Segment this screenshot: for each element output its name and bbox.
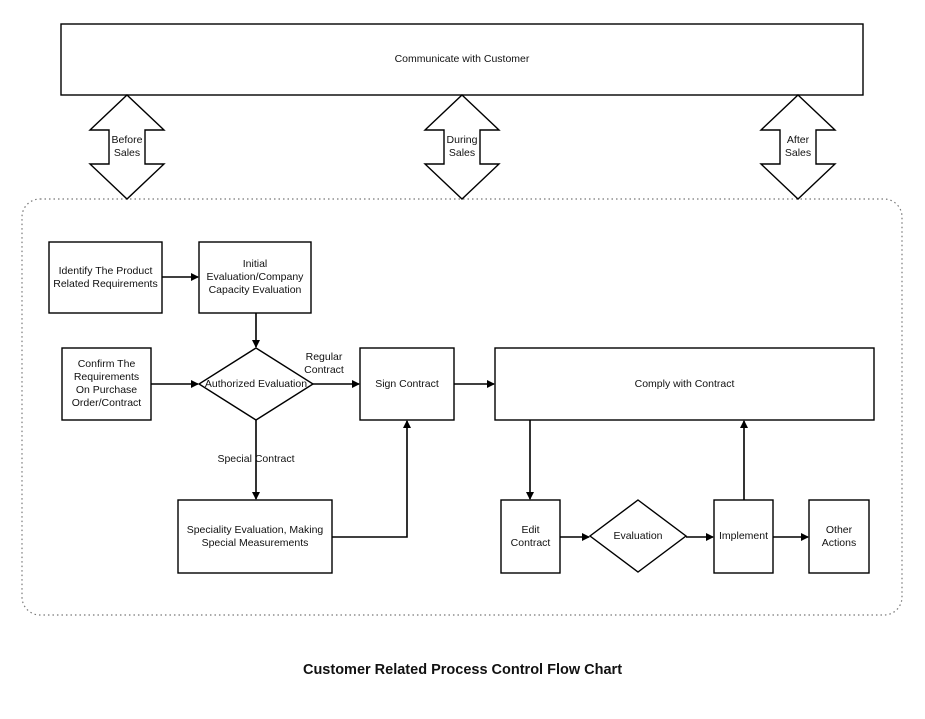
before-sales-label: Before Sales <box>105 130 149 164</box>
other-box <box>808 499 870 574</box>
sign-box <box>359 347 455 421</box>
special-contract-label: Special Contract <box>217 453 295 465</box>
confirm-box <box>61 347 152 421</box>
implement-label: Implement <box>718 530 769 542</box>
before-sales-line2: Sales <box>113 147 141 159</box>
other-label: Other Actions <box>821 523 857 549</box>
before-sales-arrow <box>88 94 166 200</box>
authorized-label: Authorized Evaluation <box>204 377 308 390</box>
initial-label: Initial Evaluation/Company Capacity Eval… <box>206 258 304 296</box>
during-sales-arrow <box>423 94 501 200</box>
before-sales-line1: Before <box>111 134 143 146</box>
evaluation-diamond <box>588 499 688 573</box>
edit-label: Edit Contract <box>510 523 551 549</box>
after-sales-label: After Sales <box>776 130 820 164</box>
during-sales-label: During Sales <box>440 130 484 164</box>
identify-box <box>48 241 163 314</box>
process-boundary <box>21 198 903 616</box>
comply-label: Comply with Contract <box>634 377 735 390</box>
arrow-speciality-sign <box>332 420 411 538</box>
after-sales-line1: After <box>786 134 810 146</box>
initial-box <box>198 241 312 314</box>
after-sales-line2: Sales <box>784 147 812 159</box>
communicate-label: Communicate with Customer <box>394 53 530 65</box>
comply-box <box>494 347 875 421</box>
communicate-box <box>60 23 864 96</box>
speciality-label: Speciality Evaluation, Making Special Me… <box>186 523 324 549</box>
confirm-label: Confirm The Requirements On Purchase Ord… <box>71 358 142 409</box>
edit-box <box>500 499 561 574</box>
during-sales-line1: During <box>446 134 478 146</box>
regular-contract-label: Regular Contract <box>304 351 344 376</box>
identify-label: Identify The Product Related Requirement… <box>53 264 158 290</box>
during-sales-line2: Sales <box>448 147 476 159</box>
evaluation-label: Evaluation <box>613 529 663 542</box>
chart-title: Customer Related Process Control Flow Ch… <box>302 662 623 678</box>
sign-label: Sign Contract <box>375 377 439 390</box>
after-sales-arrow <box>759 94 837 200</box>
